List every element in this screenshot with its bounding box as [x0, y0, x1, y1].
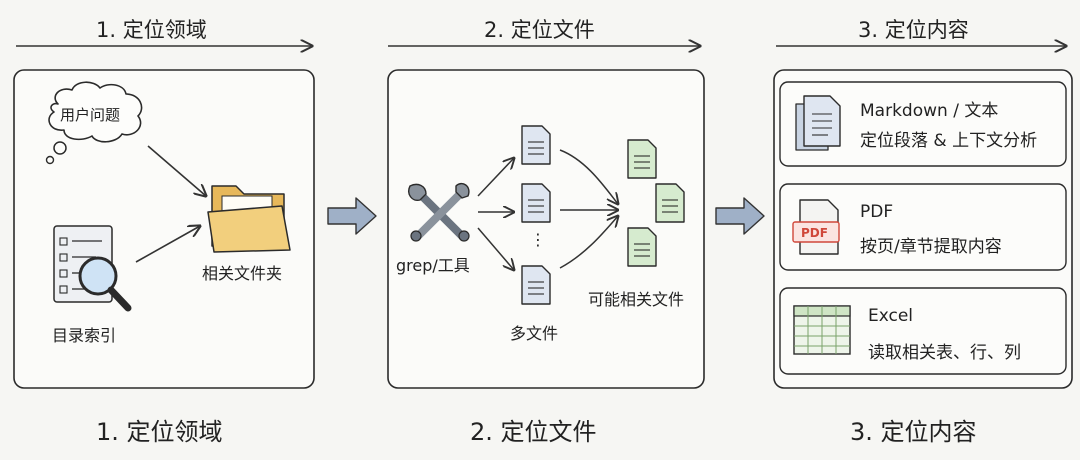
spreadsheet-icon	[793, 305, 851, 355]
card-excel-desc: 读取相关表、行、列	[868, 343, 1021, 363]
arrow-tool-to-file-3	[477, 227, 514, 270]
pdf-badge: PDF	[801, 226, 828, 240]
card-excel-frame	[779, 287, 1067, 375]
related-doc-icon-2	[655, 183, 685, 223]
related-doc-icon-3	[627, 227, 657, 267]
index-magnifier-icon	[53, 225, 132, 312]
card-excel-title: Excel	[868, 306, 914, 326]
card-pdf-desc: 按页/章节提取内容	[860, 237, 1002, 257]
file-doc-icon-2	[521, 183, 551, 223]
pdf-file-icon	[792, 199, 840, 255]
ellipsis-icon: ⋮	[530, 230, 546, 249]
card-markdown-desc: 定位段落 & 上下文分析	[860, 131, 1038, 151]
tool-label: grep/工具	[396, 256, 470, 275]
document-stack-icon	[795, 95, 841, 151]
panel-2-frame	[387, 69, 705, 389]
step-2-header: 2. 定位文件	[484, 18, 595, 42]
thought-cloud-icon	[45, 81, 143, 165]
step-2-footer: 2. 定位文件	[470, 418, 597, 446]
arrow-files-to-related-1	[559, 149, 618, 204]
index-label: 目录索引	[52, 326, 117, 345]
arrow-files-to-related-3	[559, 216, 618, 269]
file-doc-icon-3	[521, 265, 551, 305]
step-3-header: 3. 定位内容	[858, 18, 969, 42]
transition-arrow-2	[715, 197, 765, 235]
card-markdown-frame	[779, 81, 1067, 167]
file-doc-icon-1	[521, 125, 551, 165]
arrow-tool-to-file-1	[477, 158, 514, 197]
panel-1-frame	[13, 69, 315, 389]
card-pdf-title: PDF	[860, 202, 894, 222]
step-1-header: 1. 定位领域	[96, 18, 207, 42]
step-1-footer: 1. 定位领域	[96, 418, 223, 446]
card-markdown-title: Markdown / 文本	[860, 101, 999, 121]
related-files-label: 可能相关文件	[588, 290, 685, 309]
step-3-footer: 3. 定位内容	[850, 418, 977, 446]
transition-arrow-1	[327, 197, 377, 235]
folder-icon	[207, 185, 291, 253]
related-doc-icon-1	[627, 139, 657, 179]
arrow-index-to-folder	[135, 226, 200, 263]
card-pdf-frame	[779, 183, 1067, 271]
arrow-question-to-folder	[147, 145, 206, 196]
folder-label: 相关文件夹	[202, 264, 283, 283]
tools-icon	[408, 182, 470, 242]
multi-files-label: 多文件	[510, 324, 559, 343]
user-question-label: 用户问题	[60, 106, 121, 124]
